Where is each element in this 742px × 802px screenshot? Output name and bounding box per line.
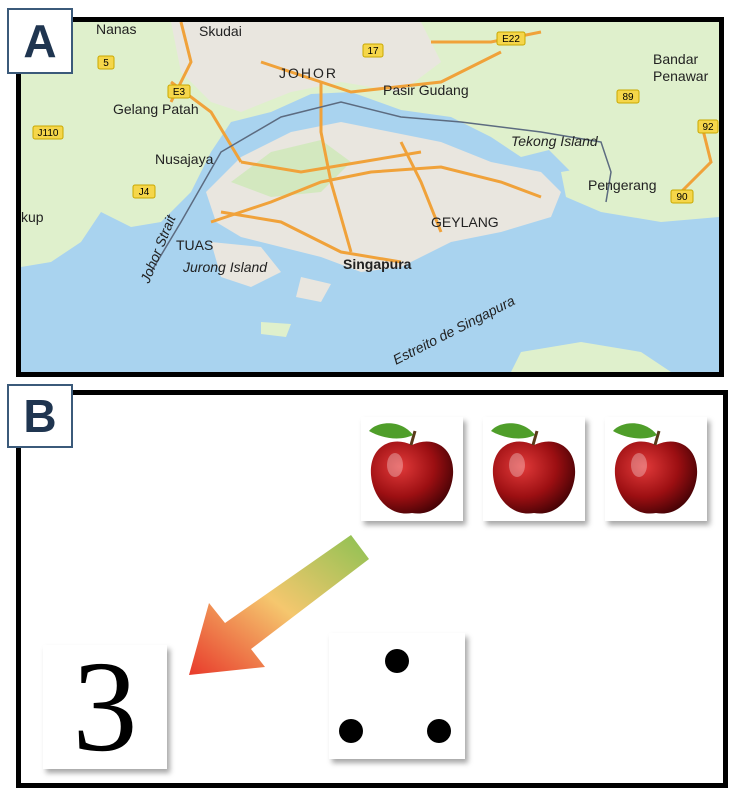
pengerang-land: [561, 152, 719, 222]
small-island: [296, 277, 331, 302]
label-jurong-island: Jurong Island: [182, 259, 268, 275]
apple-icon: [613, 423, 698, 514]
apple-icon: [491, 423, 576, 514]
label-nusajaya: Nusajaya: [155, 151, 214, 167]
label-tekong-island: Tekong Island: [511, 133, 599, 149]
shield-92: 92: [702, 122, 714, 133]
numeral-three: 3: [72, 635, 138, 779]
apple-tile: [361, 417, 463, 521]
dot: [427, 719, 451, 743]
jurong-island-land: [211, 242, 281, 287]
dot: [339, 719, 363, 743]
label-pengerang: Pengerang: [588, 177, 657, 193]
label-skudai: Skudai: [199, 23, 242, 39]
mapping-arrow: [189, 535, 369, 675]
shield-90: 90: [676, 192, 688, 203]
label-gelang-patah: Gelang Patah: [113, 101, 199, 117]
border-line: [150, 101, 612, 273]
shield-j4: J4: [139, 187, 150, 198]
tekong-land: [491, 132, 561, 157]
label-kup: kup: [21, 209, 44, 225]
apple-tile: [605, 417, 707, 521]
shield-89: 89: [622, 92, 634, 103]
shield-e22: E22: [502, 34, 520, 45]
shield-e3: E3: [173, 87, 186, 98]
shield-5: 5: [103, 58, 109, 69]
apple-tile: [483, 417, 585, 521]
panel-a-badge: A: [7, 8, 73, 74]
apple-icon: [369, 423, 454, 514]
label-johor: JOHOR: [279, 65, 338, 81]
label-nanas: Nanas: [96, 22, 136, 37]
numerosity-panel: 3: [16, 390, 728, 788]
label-singapura: Singapura: [343, 256, 412, 272]
dot: [385, 649, 409, 673]
label-tuas: TUAS: [176, 237, 213, 253]
dots-tile: [329, 633, 465, 759]
panel-b-badge: B: [7, 384, 73, 448]
road-shields: 5 17 E22 E3 89 92 J110 J4 90: [32, 31, 719, 204]
small-island: [261, 322, 291, 337]
riau-island: [511, 342, 671, 372]
label-pasir-gudang: Pasir Gudang: [383, 82, 469, 98]
dot-pattern: [339, 649, 451, 743]
shield-j110: J110: [38, 128, 59, 139]
shield-17: 17: [367, 46, 379, 57]
numeral-tile: 3: [43, 635, 167, 779]
label-geylang: GEYLANG: [431, 214, 499, 230]
